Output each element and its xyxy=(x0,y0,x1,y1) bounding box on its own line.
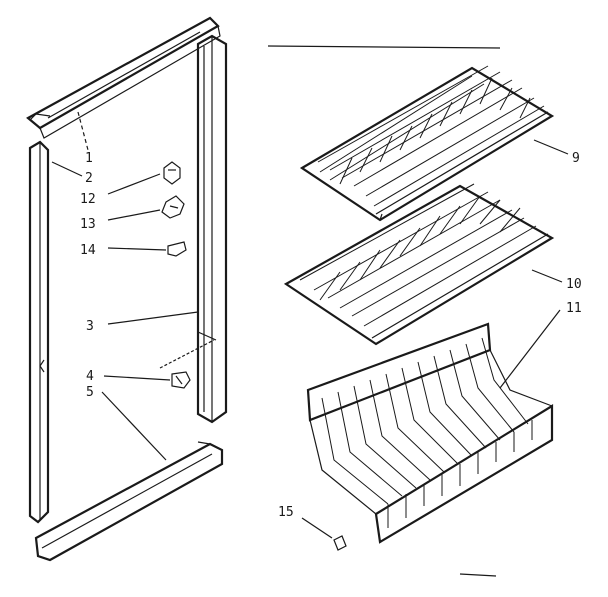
bottom-trim xyxy=(34,441,224,562)
shelf-part-9 xyxy=(299,65,555,222)
label-part-13: 13 xyxy=(80,217,96,232)
label-part-12: 12 xyxy=(80,192,96,207)
label-part-5: 5 xyxy=(86,385,94,400)
label-part-4: 4 xyxy=(86,369,94,384)
basket-part-11 xyxy=(306,322,554,544)
shelf-part-10 xyxy=(283,183,555,346)
label-part-9: 9 xyxy=(572,151,580,166)
leader-lines xyxy=(51,111,569,539)
top-trim xyxy=(26,16,221,139)
screw-part-4 xyxy=(171,371,191,389)
clip-part-15 xyxy=(333,535,347,551)
left-trim xyxy=(28,140,50,524)
right-trim xyxy=(196,34,228,424)
clip-part-12 xyxy=(163,161,181,185)
hinge-part-14 xyxy=(167,241,187,257)
separator-line xyxy=(267,45,501,49)
label-part-1: 1 xyxy=(85,151,93,166)
bracket-part-13 xyxy=(161,195,185,219)
label-part-2: 2 xyxy=(85,171,93,186)
label-part-15: 15 xyxy=(278,505,294,520)
label-part-14: 14 xyxy=(80,243,96,258)
label-part-11: 11 xyxy=(566,301,582,316)
separator-line-bottom xyxy=(459,573,497,577)
label-part-10: 10 xyxy=(566,277,582,292)
label-part-3: 3 xyxy=(86,319,94,334)
